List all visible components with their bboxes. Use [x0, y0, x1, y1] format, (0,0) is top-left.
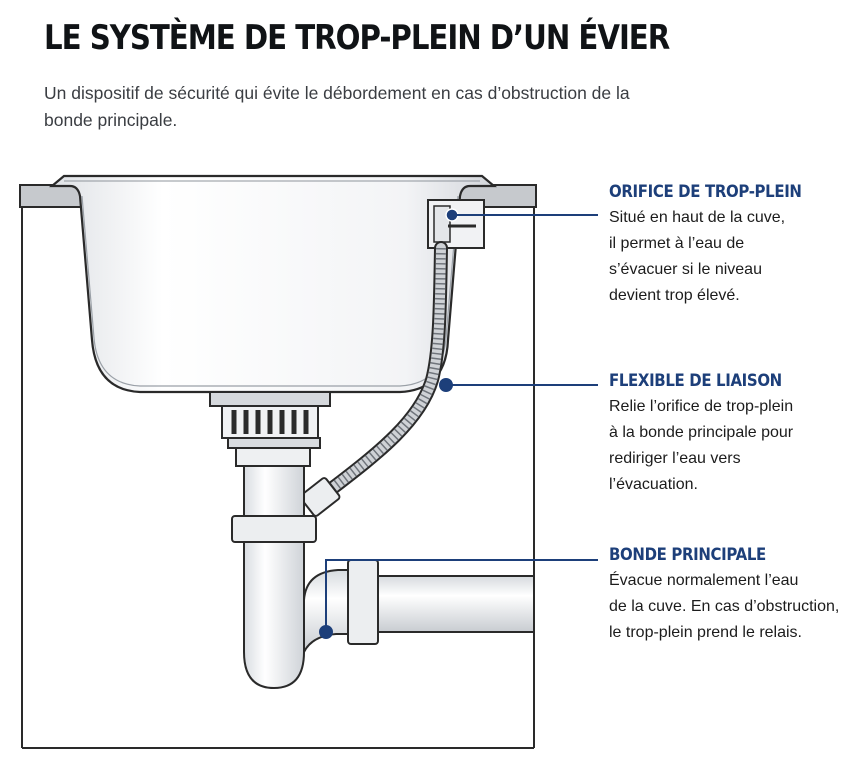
callout-main-drain: BONDE PRINCIPALE Évacue normalement l’ea… — [609, 545, 841, 646]
callout-title: BONDE PRINCIPALE — [609, 545, 766, 565]
callout-title: ORIFICE DE TROP-PLEIN — [609, 182, 802, 202]
callout-title: FLEXIBLE DE LIAISON — [609, 371, 782, 391]
sink-bowl — [48, 174, 498, 394]
overflow-orifice — [427, 199, 485, 249]
p-trap — [231, 465, 535, 690]
leader-lines — [319, 214, 598, 639]
flexible-hose — [299, 241, 448, 517]
callout-text: Évacue normalement l’eau de la cuve. En … — [609, 572, 840, 641]
callout-text: Situé en haut de la cuve, il permet à l’… — [609, 209, 786, 304]
page-subtitle: Un dispositif de sécurité qui évite le d… — [44, 83, 630, 130]
callout-flexible-hose: FLEXIBLE DE LIAISON Relie l’orifice de t… — [609, 371, 841, 498]
page-title: LE SYSTÈME DE TROP-PLEIN D’UN ÉVIER — [44, 18, 670, 58]
callout-text: Relie l’orifice de trop-plein à la bonde… — [609, 398, 794, 493]
callout-overflow-orifice: ORIFICE DE TROP-PLEIN Situé en haut de l… — [609, 182, 841, 309]
main-drain — [209, 391, 331, 467]
